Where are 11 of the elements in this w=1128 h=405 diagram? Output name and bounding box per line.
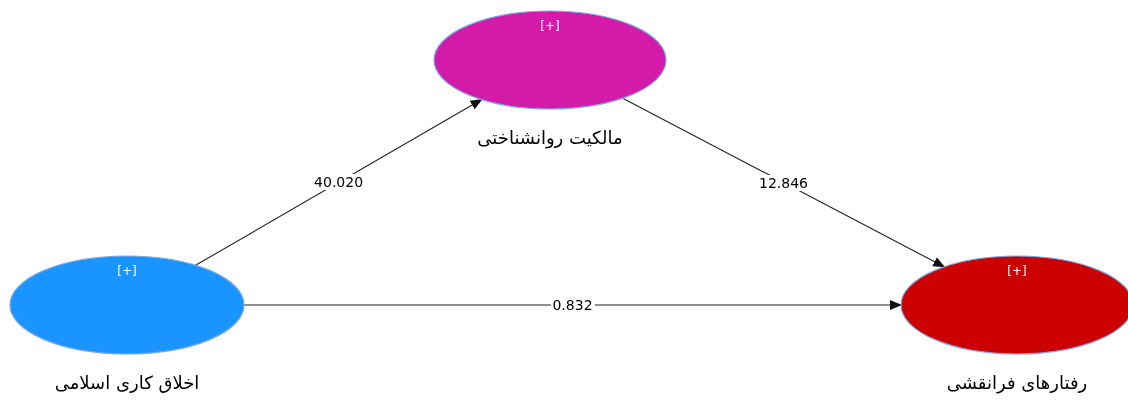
- construct-label: اخلاق کاری اسلامی: [54, 372, 200, 393]
- edge-label: 0.832: [550, 297, 595, 313]
- arrow: [622, 97, 946, 268]
- expand-marker: [+]: [117, 264, 137, 278]
- edge-label: 40.020: [312, 174, 366, 191]
- construct-label: مالکیت روانشناختی: [477, 127, 623, 148]
- arrow: [195, 99, 483, 266]
- expand-marker: [+]: [540, 19, 560, 33]
- edge-label: 12.846: [757, 174, 810, 191]
- construct-label: رفتارهای فرانقشی: [946, 372, 1088, 393]
- expand-marker: [+]: [1007, 264, 1027, 278]
